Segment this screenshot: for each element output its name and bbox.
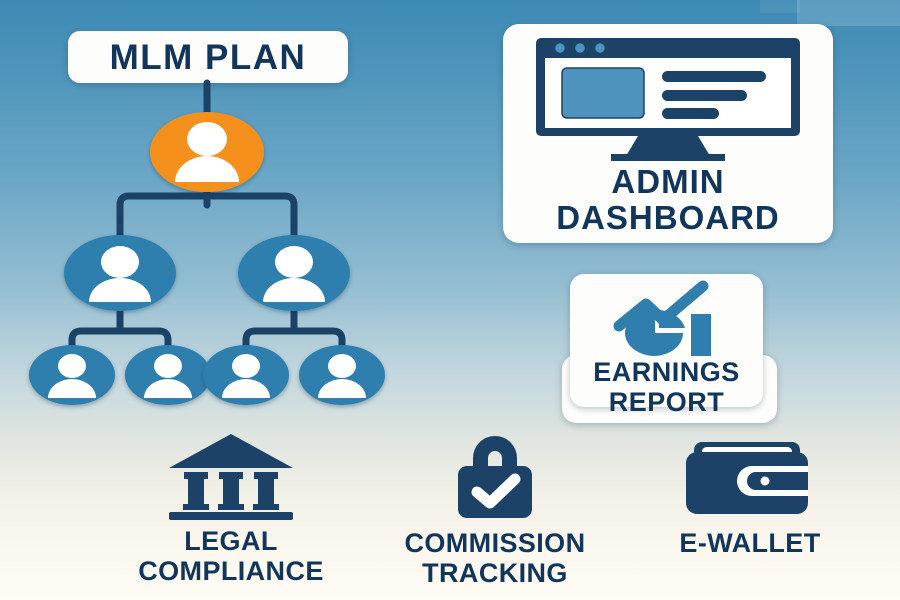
chart-pie-trend-icon <box>613 280 711 356</box>
admin-dashboard-card[interactable]: ADMIN DASHBOARD <box>503 24 833 243</box>
tree-node-level2-left <box>64 235 176 311</box>
earnings-report-card[interactable]: EARNINGS REPORT <box>570 274 763 417</box>
background-highlight-patch-secondary <box>760 0 800 13</box>
admin-dashboard-title: ADMIN DASHBOARD <box>556 163 780 236</box>
monitor-dashboard-icon-wrap <box>503 34 833 164</box>
tree-node-level3-4 <box>299 345 385 405</box>
padlock-check-icon <box>458 436 532 518</box>
feature-legal-compliance[interactable]: LEGAL COMPLIANCE <box>86 430 376 586</box>
feature-e-wallet[interactable]: E-WALLET <box>610 438 890 558</box>
bank-courthouse-icon <box>169 434 293 520</box>
wallet-icon-wrap <box>610 438 890 524</box>
wallet-icon <box>686 442 808 514</box>
tree-node-root <box>150 112 264 192</box>
mlm-plan-title-box[interactable]: MLM PLAN <box>68 31 348 83</box>
tree-node-level3-1 <box>29 345 115 405</box>
tree-node-level3-3 <box>203 345 289 405</box>
padlock-check-icon-wrap <box>350 432 640 524</box>
mlm-network-tree <box>0 0 460 420</box>
background-highlight-patch <box>797 0 900 26</box>
earnings-report-title: EARNINGS REPORT <box>593 357 740 417</box>
monitor-dashboard-icon <box>536 38 800 161</box>
feature-commission-tracking-label: COMMISSION TRACKING <box>404 528 586 589</box>
mlm-plan-title: MLM PLAN <box>109 37 307 77</box>
tree-node-level3-2 <box>125 345 211 405</box>
feature-commission-tracking[interactable]: COMMISSION TRACKING <box>350 432 640 588</box>
feature-legal-compliance-label: LEGAL COMPLIANCE <box>138 526 324 587</box>
feature-e-wallet-label: E-WALLET <box>679 528 821 558</box>
bank-courthouse-icon-wrap <box>86 430 376 522</box>
tree-node-level2-right <box>238 235 350 311</box>
chart-pie-trend-icon-wrap <box>570 280 763 360</box>
